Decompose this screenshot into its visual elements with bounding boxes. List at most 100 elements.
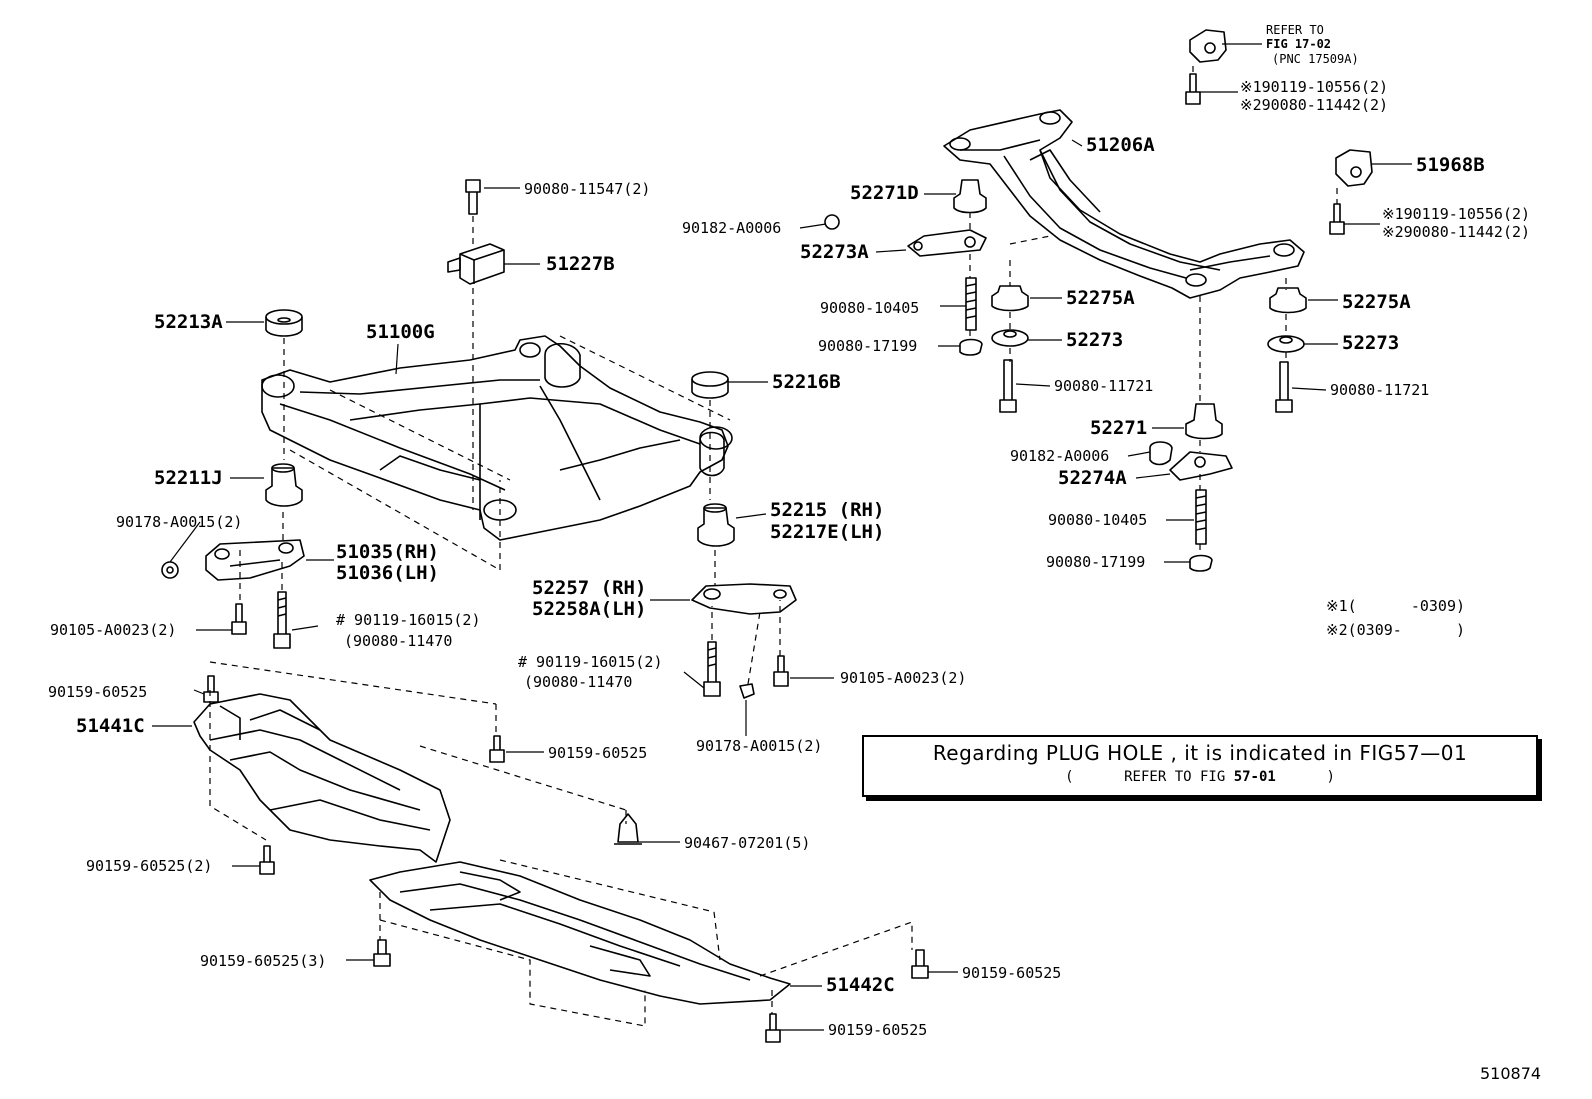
label-90119-16015-a: # 90119-16015(2) <box>336 611 481 629</box>
label-90467-07201: 90467-07201(5) <box>684 834 811 852</box>
label-90159-60525-c: 90159-60525(2) <box>86 857 213 875</box>
label-52217E: 52217E(LH) <box>770 521 885 543</box>
label-90159-60525-a: 90159-60525 <box>48 683 148 701</box>
label-90080-11470-b: (90080-11470 <box>524 673 633 691</box>
label-fig-17-02: FIG 17-02 <box>1266 37 1332 51</box>
note-refer-text: REFER TO FIG <box>1124 769 1234 785</box>
label-90080-17199-a: 90080-17199 <box>818 337 918 355</box>
label-90080-11442-a: ※290080-11442(2) <box>1240 96 1389 114</box>
label-52275A-b: 52275A <box>1342 291 1411 313</box>
note-fig-link[interactable]: 57-01 <box>1233 769 1276 785</box>
bolt-90080-11721-b <box>1275 361 1293 413</box>
bushing-52271D <box>953 179 987 214</box>
label-52211J: 52211J <box>154 467 223 489</box>
bushing-52216B <box>691 371 729 399</box>
bracket-51035 <box>205 539 305 581</box>
bolt-90080-11547 <box>465 179 481 215</box>
bushing-52213A <box>265 309 303 337</box>
bushing-52275A-a <box>991 285 1029 312</box>
bolt-90159-b <box>489 735 505 763</box>
note-open-paren: ( <box>1065 769 1074 785</box>
nut-90182-b <box>1149 441 1173 466</box>
plug-hole-note-text: Regarding PLUG HOLE , it is indicated in… <box>932 741 1468 765</box>
plug-hole-note-reference[interactable]: ( REFER TO FIG 57-01 ) <box>864 769 1536 785</box>
bushing-52215 <box>697 503 735 547</box>
label-52213A: 52213A <box>154 311 223 333</box>
label-52216B: 52216B <box>772 371 841 393</box>
label-90080-10405-a: 90080-10405 <box>820 299 920 317</box>
label-52273A: 52273A <box>800 241 869 263</box>
label-52258A: 52258A(LH) <box>532 598 647 620</box>
nut-90182-a <box>824 214 840 230</box>
label-51100G: 51100G <box>366 321 435 343</box>
nut-90080-17199-b <box>1189 554 1213 572</box>
bolt-90119-16015-b <box>703 641 721 697</box>
label-51441C: 51441C <box>76 715 145 737</box>
bracket-17509A <box>1189 29 1227 63</box>
bolt-90159-a <box>203 675 219 703</box>
label-note1: ※1( -0309) <box>1326 597 1465 615</box>
bracket-52274A <box>1169 451 1233 481</box>
bracket-51227B <box>447 243 505 285</box>
stud-90080-10405-b <box>1195 489 1207 545</box>
bolt-90105-b <box>773 655 789 687</box>
under-cover-51442C <box>369 861 791 1005</box>
bolt-90159-c <box>259 845 275 875</box>
bolt-90159-d <box>373 939 391 967</box>
label-52215: 52215 (RH) <box>770 499 885 521</box>
nut-90178-a <box>161 561 179 579</box>
label-90182-a0006-b: 90182-A0006 <box>1010 447 1110 465</box>
diagram-id: 510874 <box>1480 1064 1542 1083</box>
bolt-90159-e <box>911 949 929 979</box>
label-51036: 51036(LH) <box>336 562 439 584</box>
label-52257: 52257 (RH) <box>532 577 647 599</box>
label-52275A-a: 52275A <box>1066 287 1135 309</box>
label-51035: 51035(RH) <box>336 541 439 563</box>
label-52273-b: 52273 <box>1342 332 1400 354</box>
label-90105-a0023-a: 90105-A0023(2) <box>50 621 177 639</box>
bushing-52275A-b <box>1269 287 1307 314</box>
label-90080-11721-a: 90080-11721 <box>1054 377 1154 395</box>
label-pnc-17509a: (PNC 17509A) <box>1272 52 1359 66</box>
under-cover-51441C <box>193 693 451 863</box>
label-90178-a0015-a: 90178-A0015(2) <box>116 513 243 531</box>
bolt-90105-a <box>231 603 247 635</box>
washer-52273-a <box>991 329 1029 347</box>
note-close-paren: ) <box>1326 769 1335 785</box>
bolt-90080-11721-a <box>999 359 1017 413</box>
label-90159-60525-f: 90159-60525 <box>828 1021 928 1039</box>
label-90159-60525-d: 90159-60525(3) <box>200 952 327 970</box>
label-refer-to: REFER TO <box>1266 23 1324 37</box>
label-51442C: 51442C <box>826 974 895 996</box>
plug-hole-note-box: Regarding PLUG HOLE , it is indicated in… <box>862 735 1538 797</box>
bracket-52257 <box>691 583 797 615</box>
leader-lines <box>152 43 1412 1031</box>
label-90080-11442-b: ※290080-11442(2) <box>1382 223 1531 241</box>
bolt-90119-16015-a <box>273 591 291 649</box>
label-90159-60525-b: 90159-60525 <box>548 744 648 762</box>
label-90119-16015-b: # 90119-16015(2) <box>518 653 663 671</box>
label-51206A: 51206A <box>1086 134 1155 156</box>
clip-90467 <box>614 813 642 845</box>
bolt-90159-f <box>765 1013 781 1043</box>
label-note2: ※2(0309- ) <box>1326 621 1465 639</box>
bolt-90119-10556-b <box>1329 203 1345 235</box>
label-90182-a0006-a: 90182-A0006 <box>682 219 782 237</box>
nut-90080-17199-a <box>959 338 983 356</box>
label-90080-17199-b: 90080-17199 <box>1046 553 1146 571</box>
label-90178-a0015-b: 90178-A0015(2) <box>696 737 823 755</box>
bracket-52273A <box>907 229 987 257</box>
bolt-90119-10556-a <box>1185 73 1201 105</box>
label-90105-a0023-b: 90105-A0023(2) <box>840 669 967 687</box>
label-90119-10556-b: ※190119-10556(2) <box>1382 205 1531 223</box>
bushing-52271 <box>1185 403 1223 440</box>
bracket-51968B <box>1335 149 1373 187</box>
alignment-lines <box>209 66 1338 1027</box>
label-52271D: 52271D <box>850 182 919 204</box>
label-90080-11547: 90080-11547(2) <box>524 180 651 198</box>
stud-90080-10405-a <box>965 277 977 331</box>
label-51227B: 51227B <box>546 253 615 275</box>
label-90119-10556-a: ※190119-10556(2) <box>1240 78 1389 96</box>
label-90080-10405-b: 90080-10405 <box>1048 511 1148 529</box>
label-52271: 52271 <box>1090 417 1148 439</box>
